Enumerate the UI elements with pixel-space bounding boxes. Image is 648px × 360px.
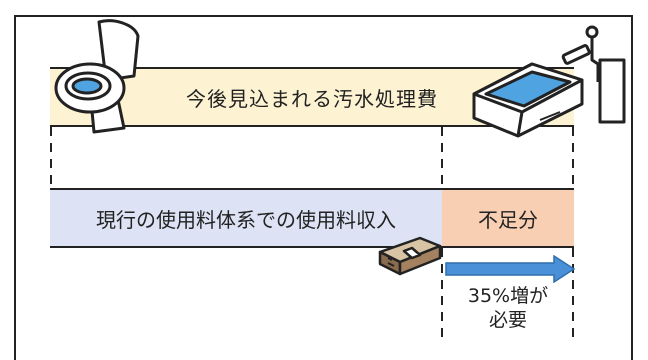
toilet-icon — [54, 19, 140, 134]
bathtub-icon — [472, 25, 626, 138]
future-cost-label: 今後見込まれる汚水処理費 — [186, 86, 438, 111]
arrow-right-icon — [445, 255, 576, 283]
increase-caption: 35%増が 必要 — [442, 284, 574, 332]
increase-caption-line2: 必要 — [488, 309, 527, 331]
money-bundle-icon — [378, 236, 442, 276]
shortfall-bar: 不足分 — [442, 188, 574, 248]
increase-caption-line1: 35%増が — [467, 285, 549, 307]
current-income-label: 現行の使用料体系での使用料収入 — [96, 207, 396, 232]
current-income-bar: 現行の使用料体系での使用料収入 — [50, 188, 442, 248]
shortfall-label: 不足分 — [478, 207, 538, 232]
